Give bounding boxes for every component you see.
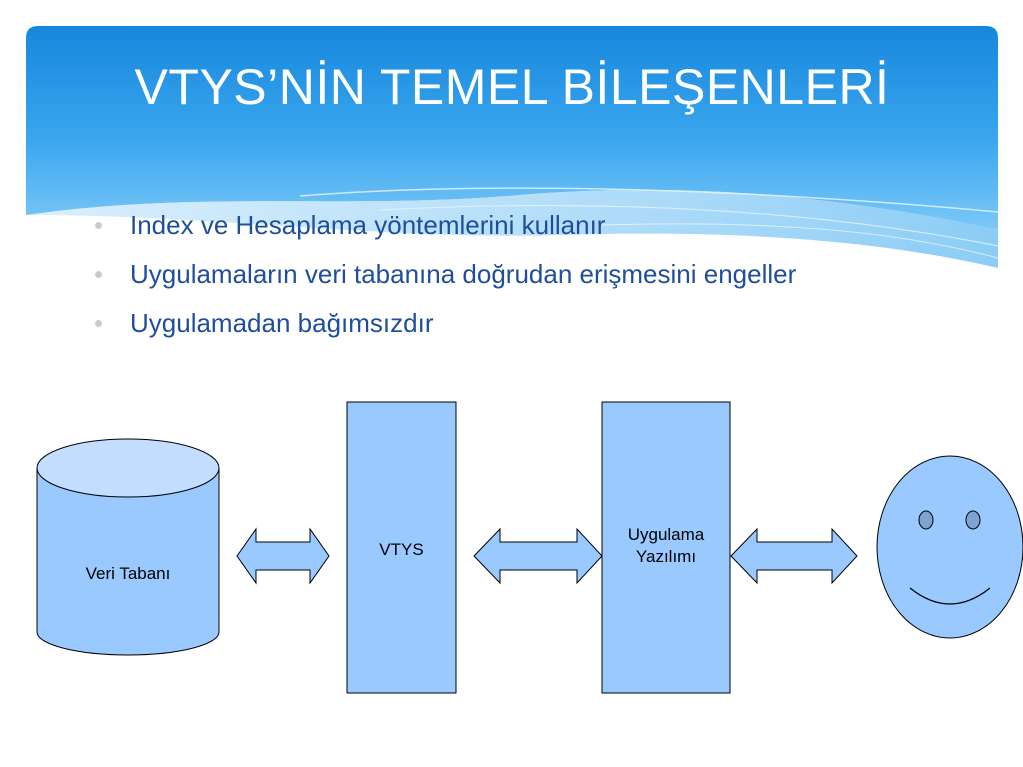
bullet-dot-icon [95,320,102,327]
application-label-line2: Yazılımı [635,547,697,566]
bullet-item: Uygulamadan bağımsızdır [95,301,796,350]
bullet-list: Index ve Hesaplama yöntemlerini kullanır… [95,203,796,350]
bullet-text: Index ve Hesaplama yöntemlerini kullanır [130,210,606,240]
double-arrow-app-user [730,527,858,585]
bullet-dot-icon [95,222,102,229]
double-arrow-dbms-app [473,527,603,585]
bullet-text: Uygulamaların veri tabanına doğrudan eri… [130,259,797,289]
dbms-label: VTYS [379,540,424,559]
application-label-line1: Uygulama [627,525,705,544]
double-arrow-db-dbms [236,527,330,585]
bullet-text: Uygulamadan bağımsızdır [130,308,434,338]
bullet-dot-icon [95,271,102,278]
header-background [26,26,999,268]
application-label: Uygulama Yazılımı [602,524,730,568]
dbms-box [346,401,457,694]
bullet-item: Index ve Hesaplama yöntemlerini kullanır [95,203,796,252]
database-cylinder [36,438,220,656]
slide-title: VTYS’NİN TEMEL BİLEŞENLERİ [134,59,890,115]
database-label: Veri Tabanı [85,564,171,583]
bullet-item: Uygulamaların veri tabanına doğrudan eri… [95,252,796,301]
application-box [601,401,731,694]
user-smiley-icon [876,455,1023,639]
